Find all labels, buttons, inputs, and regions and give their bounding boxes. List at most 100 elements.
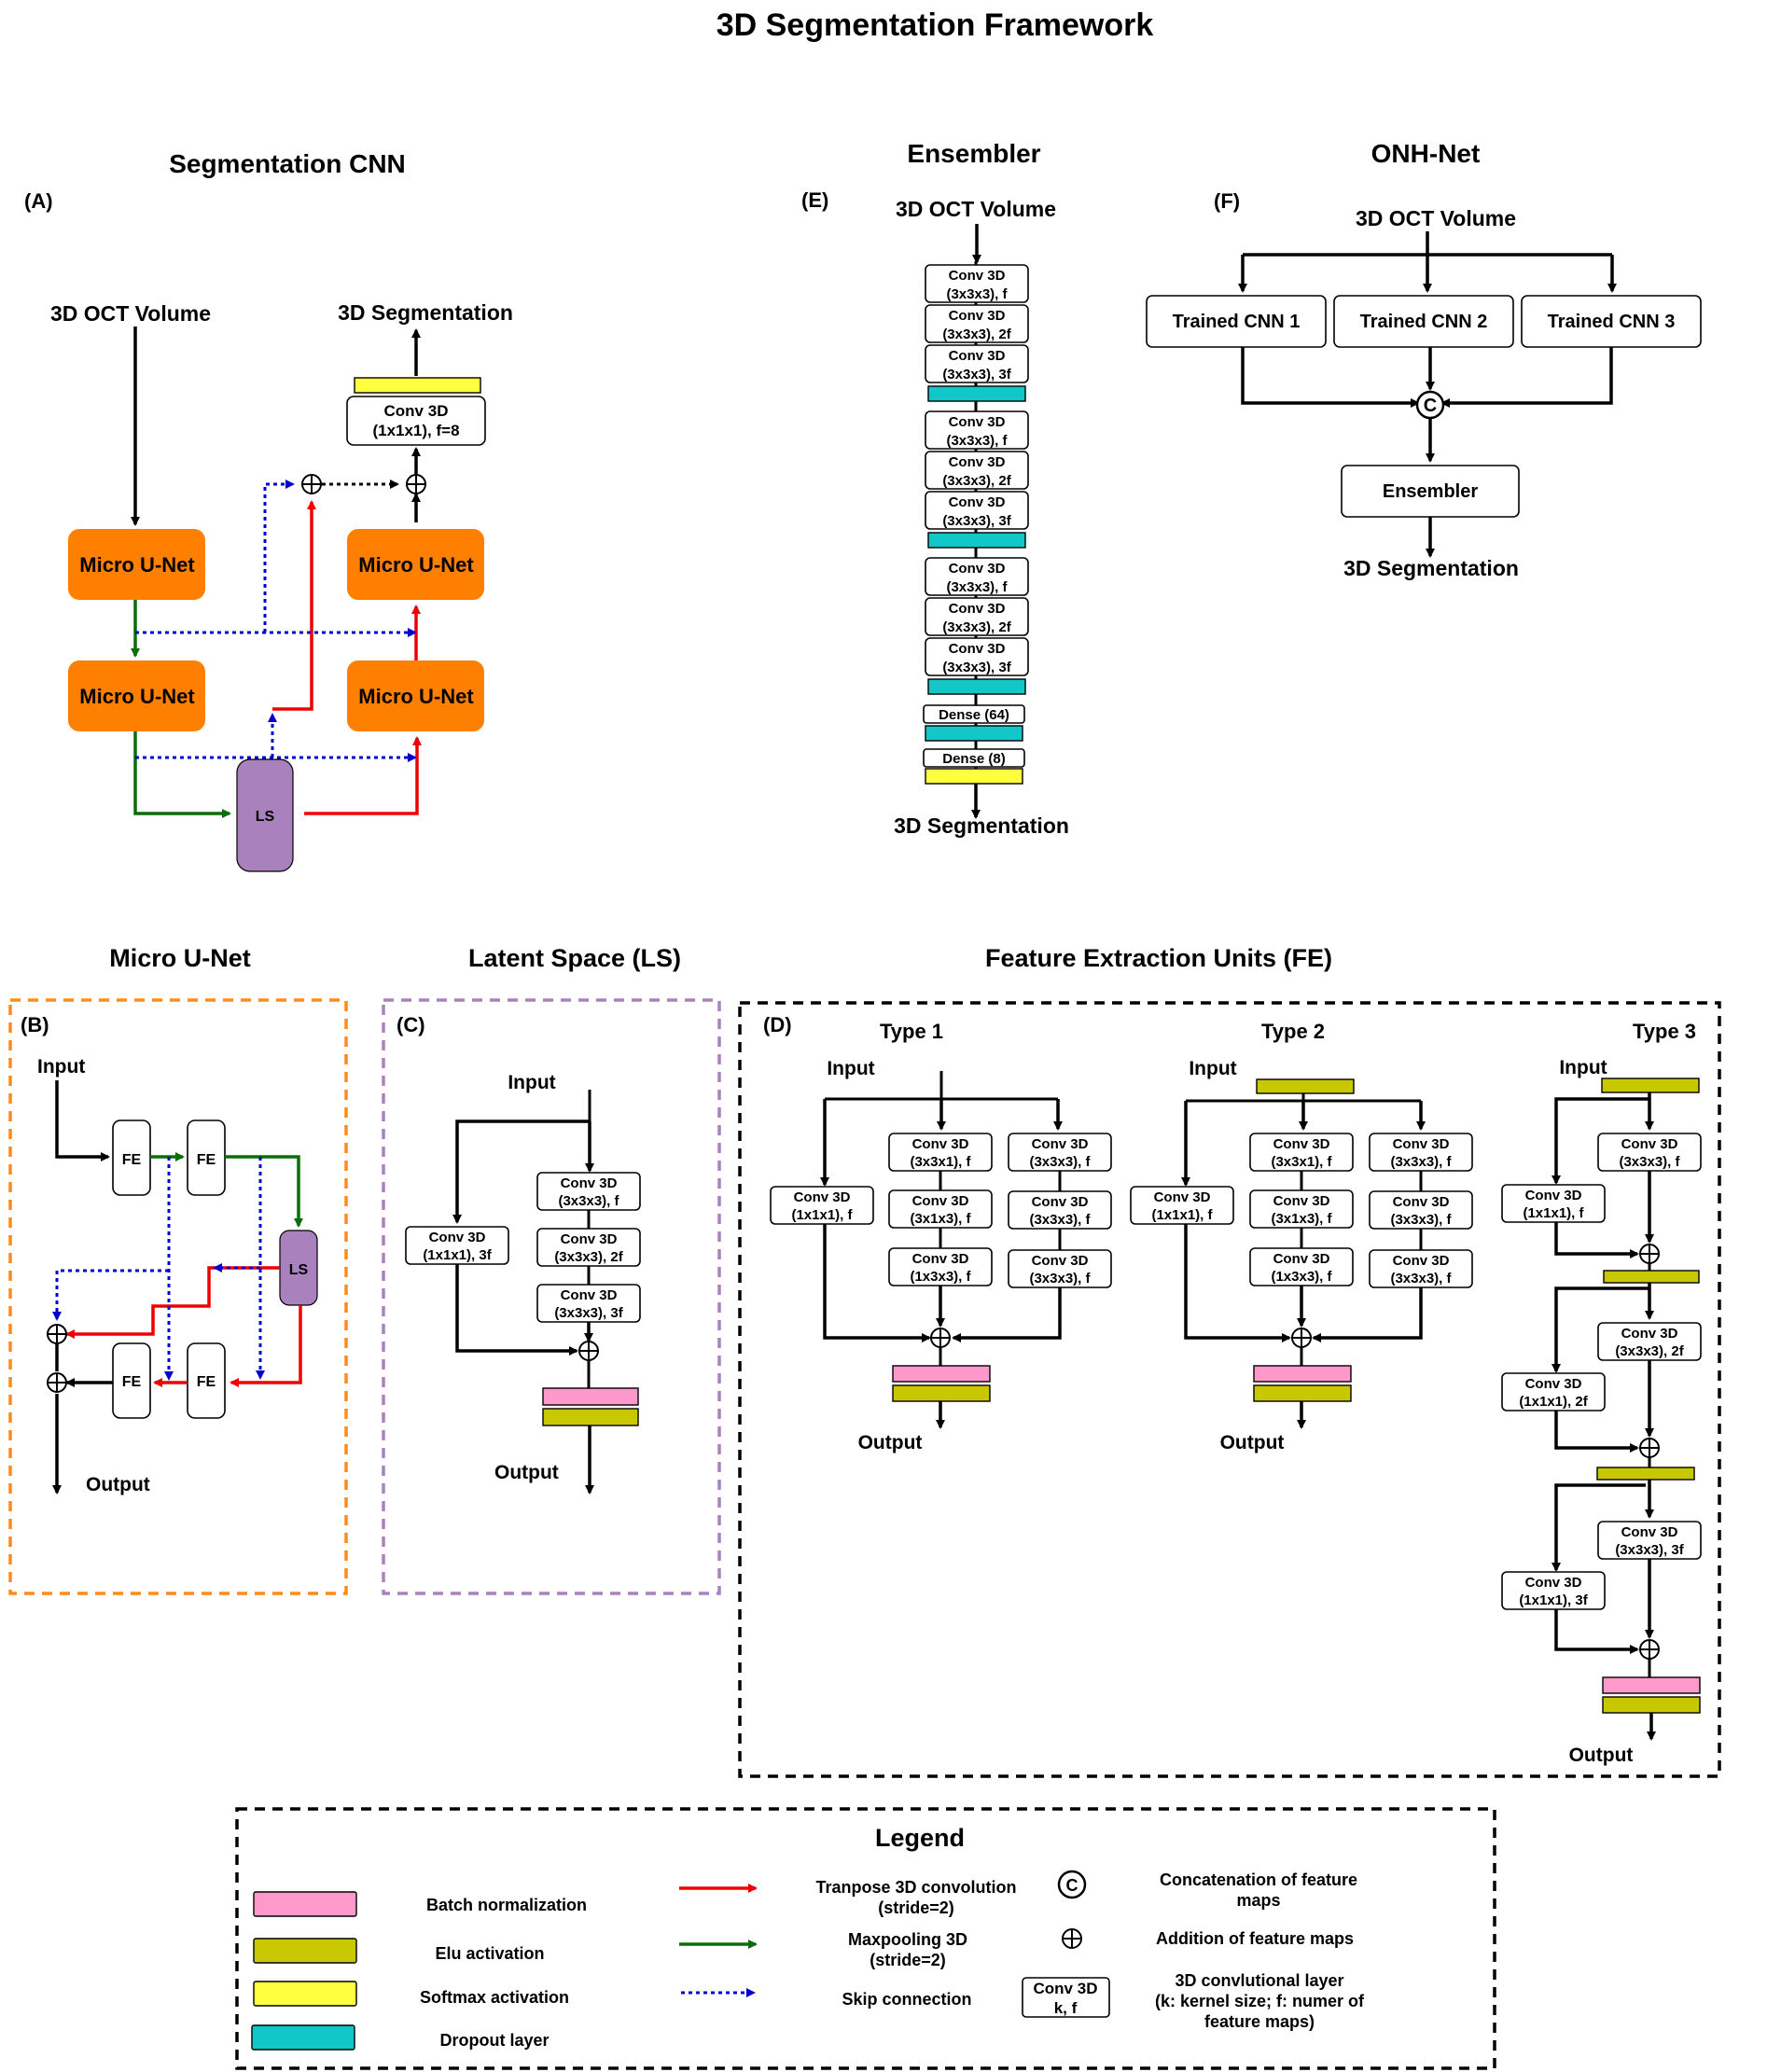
seg-micro-unet-4-label: Micro U-Net bbox=[358, 553, 474, 577]
ens-conv-5-l2: (3x3x3), 2f bbox=[942, 473, 1011, 489]
legend-title: Legend bbox=[875, 1824, 965, 1852]
seg-micro-unet-4 bbox=[347, 529, 484, 600]
svg-text:Conv 3D: Conv 3D bbox=[1621, 1136, 1678, 1152]
ens-conv-8-l1: Conv 3D bbox=[949, 601, 1006, 617]
legend-maxpool-l2: (stride=2) bbox=[870, 1951, 946, 1969]
seg-micro-unet-1-label: Micro U-Net bbox=[79, 553, 195, 577]
fe2-batch-norm bbox=[1253, 1365, 1352, 1383]
ls-conv-2-l1: Conv 3D bbox=[561, 1231, 618, 1247]
svg-text:Conv 3D: Conv 3D bbox=[1525, 1376, 1582, 1392]
svg-text:(3x3x3), f: (3x3x3), f bbox=[1029, 1154, 1091, 1170]
fe-type1-label: Type 1 bbox=[880, 1020, 943, 1043]
seg-add-left-icon bbox=[301, 474, 322, 494]
svg-text:(3x3x3), f: (3x3x3), f bbox=[1029, 1212, 1091, 1228]
ls-output-label: Output bbox=[494, 1462, 559, 1483]
ens-conv-2-l2: (3x3x3), 2f bbox=[942, 327, 1011, 342]
legend-elu-swatch bbox=[253, 1938, 357, 1964]
ens-dropout-3 bbox=[927, 678, 1026, 695]
legend-add-label: Addition of feature maps bbox=[1156, 1929, 1354, 1948]
seg-input-label: 3D OCT Volume bbox=[50, 301, 211, 326]
legend-conv-box-l1: Conv 3D bbox=[1034, 1980, 1098, 1997]
micro-fe-4-label: FE bbox=[122, 1374, 142, 1390]
seg-micro-unet-2 bbox=[68, 661, 205, 731]
svg-text:(3x3x3), f: (3x3x3), f bbox=[1390, 1271, 1452, 1286]
svg-text:(1x1x1), f: (1x1x1), f bbox=[1523, 1205, 1584, 1221]
panel-f-onh-net: (F) 3D OCT Volume Trained CNN 1 Trained … bbox=[1146, 189, 1702, 580]
ens-conv-5 bbox=[925, 451, 1029, 490]
legend-tconv-l2: (stride=2) bbox=[878, 1898, 954, 1917]
svg-text:(1x1x1), 2f: (1x1x1), 2f bbox=[1519, 1394, 1588, 1410]
micro-fe-2-label: FE bbox=[197, 1152, 216, 1168]
fe1-batch-norm bbox=[892, 1365, 991, 1383]
ens-conv-4-l2: (3x3x3), f bbox=[946, 433, 1008, 449]
ls-side-conv-l2: (1x1x1), 3f bbox=[423, 1247, 492, 1263]
svg-text:(1x3x3), f: (1x3x3), f bbox=[910, 1269, 971, 1285]
frame-c bbox=[382, 998, 721, 1595]
ens-softmax bbox=[925, 768, 1023, 785]
ls-conv-1-l1: Conv 3D bbox=[561, 1175, 618, 1191]
svg-text:(1x1x1), f: (1x1x1), f bbox=[791, 1207, 853, 1223]
svg-text:(3x3x3), f: (3x3x3), f bbox=[1390, 1212, 1452, 1228]
ls-conv-1-l2: (3x3x3), f bbox=[558, 1193, 619, 1209]
svg-text:Conv 3D: Conv 3D bbox=[1273, 1136, 1330, 1152]
heading-segmentation-cnn: Segmentation CNN bbox=[169, 149, 406, 178]
svg-text:Conv 3D: Conv 3D bbox=[1621, 1326, 1678, 1342]
svg-text:Conv 3D: Conv 3D bbox=[1154, 1189, 1211, 1205]
heading-fe-units: Feature Extraction Units (FE) bbox=[985, 944, 1332, 972]
legend-elu-label: Elu activation bbox=[435, 1944, 544, 1963]
panel-a-segmentation-cnn: (A) 3D OCT Volume 3D Segmentation Conv 3… bbox=[24, 189, 513, 872]
legend-batch-norm-label: Batch normalization bbox=[426, 1896, 587, 1914]
fe-type3-label: Type 3 bbox=[1633, 1020, 1696, 1043]
micro-fe-4 bbox=[112, 1342, 151, 1419]
svg-text:Conv 3D: Conv 3D bbox=[794, 1189, 851, 1205]
svg-text:Conv 3D: Conv 3D bbox=[1393, 1253, 1450, 1269]
seg-output-label: 3D Segmentation bbox=[338, 300, 513, 325]
onh-ensembler-label: Ensembler bbox=[1383, 481, 1478, 502]
ens-dense-8-label: Dense (8) bbox=[942, 751, 1006, 767]
micro-add-1-icon bbox=[47, 1324, 67, 1344]
ens-conv-6 bbox=[925, 491, 1029, 530]
micro-fe-3-label: FE bbox=[197, 1374, 216, 1390]
fe-type2-label: Type 2 bbox=[1261, 1020, 1325, 1043]
svg-text:Conv 3D: Conv 3D bbox=[1032, 1253, 1089, 1269]
ens-conv-8 bbox=[925, 597, 1029, 636]
ens-conv-9 bbox=[925, 637, 1029, 676]
ens-conv-7-l2: (3x3x3), f bbox=[946, 579, 1008, 595]
legend-add-icon bbox=[1062, 1928, 1082, 1949]
micro-fe-3 bbox=[187, 1342, 226, 1419]
seg-softmax-bar bbox=[354, 377, 481, 394]
ens-conv-3-l2: (3x3x3), 3f bbox=[942, 367, 1011, 382]
onh-trained-cnn-2 bbox=[1333, 295, 1514, 348]
fe2-output-label: Output bbox=[1220, 1432, 1285, 1453]
seg-final-conv-box bbox=[346, 396, 486, 446]
frame-b bbox=[8, 998, 348, 1595]
fe3-add-2-icon bbox=[1639, 1438, 1660, 1458]
ens-dense-8 bbox=[923, 748, 1025, 768]
micro-add-2-icon bbox=[47, 1372, 67, 1393]
ens-dense-64 bbox=[923, 704, 1025, 724]
legend-frame bbox=[235, 1807, 1496, 2070]
legend-softmax-swatch bbox=[253, 1981, 357, 2007]
svg-text:Conv 3D: Conv 3D bbox=[1393, 1136, 1450, 1152]
legend-conv-desc-l1: 3D convlutional layer bbox=[1175, 1971, 1343, 1990]
legend-conv-box bbox=[1022, 1977, 1110, 2018]
seg-final-conv-l2: (1x1x1), f=8 bbox=[372, 422, 459, 439]
fe1-input-label: Input bbox=[827, 1058, 874, 1079]
svg-text:(3x3x3), 2f: (3x3x3), 2f bbox=[1615, 1343, 1684, 1359]
onh-concat-symbol: C bbox=[1424, 396, 1437, 416]
ls-input-label: Input bbox=[508, 1072, 555, 1093]
panel-label-d: (D) bbox=[763, 1013, 792, 1036]
ls-batch-norm bbox=[542, 1387, 639, 1406]
svg-text:Conv 3D: Conv 3D bbox=[1273, 1251, 1330, 1267]
ens-conv-4 bbox=[925, 410, 1029, 450]
ens-conv-7-l1: Conv 3D bbox=[949, 561, 1006, 577]
fe1-elu bbox=[892, 1384, 991, 1402]
panel-label-a: (A) bbox=[24, 189, 53, 213]
legend: Legend Batch normalization Elu activatio… bbox=[235, 1807, 1496, 2070]
fe2-input-label: Input bbox=[1189, 1058, 1236, 1079]
ens-conv-9-l2: (3x3x3), 3f bbox=[942, 660, 1011, 675]
seg-add-right-icon bbox=[406, 474, 426, 494]
onh-cnn-3-label: Trained CNN 3 bbox=[1548, 312, 1676, 332]
svg-text:(3x1x3), f: (3x1x3), f bbox=[910, 1211, 971, 1227]
